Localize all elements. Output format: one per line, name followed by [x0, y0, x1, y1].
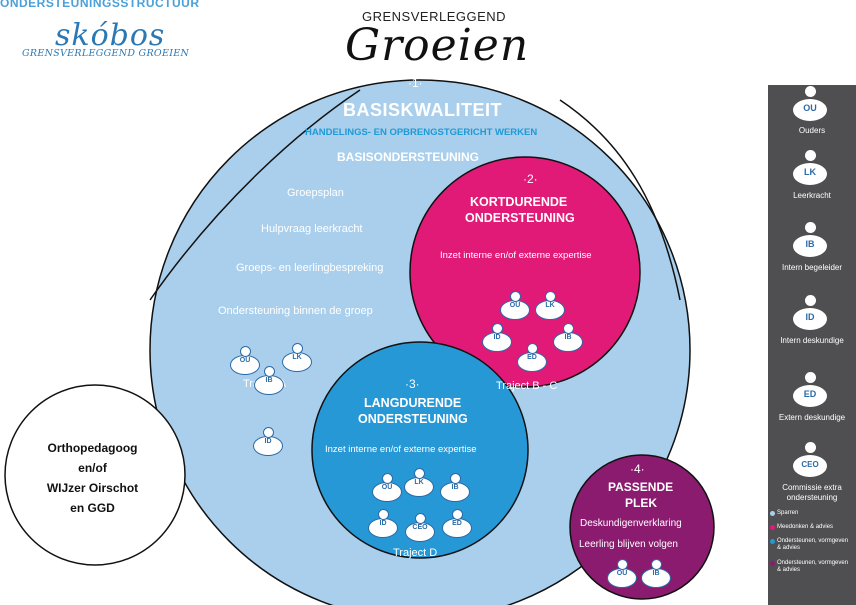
- role-lk-icon: LK: [535, 291, 565, 320]
- outside-partners-text: Orthopedagoog en/of WIJzer Oirschot en G…: [25, 438, 160, 518]
- circle1-item-3: Groeps- en leerlingbespreking: [236, 262, 384, 274]
- circle3-traject: Traject D: [393, 547, 438, 559]
- legend-panel: OU Ouders LK Leerkracht IB Intern begele…: [768, 85, 856, 605]
- circle2-traject: Traject B - C: [496, 380, 558, 392]
- legend-key-sparren: Sparren: [770, 510, 798, 517]
- circle4-title-1: PASSENDE: [608, 480, 674, 494]
- circle2-title-2: ONDERSTEUNING: [465, 211, 575, 225]
- legend-label-extern-deskundige: Extern deskundige: [778, 413, 846, 422]
- circle2-number: ·2·: [523, 172, 538, 186]
- legend-label-leerkracht: Leerkracht: [793, 191, 831, 200]
- legend-role-ed-icon: ED: [793, 372, 827, 407]
- circle2-text: Inzet interne en/of externe expertise: [440, 250, 592, 261]
- legend-key-meedenken: Meedonken & advies: [770, 524, 833, 531]
- theme-heading: GRENSVERLEGGEND: [362, 9, 507, 24]
- role-ib-icon: IB: [254, 366, 284, 395]
- legend-role-lk-icon: LK: [793, 150, 827, 185]
- outside-line-3: WIJzer Oirschot: [46, 481, 139, 495]
- circle1-title: BASISKWALITEIT: [343, 100, 502, 120]
- role-ed-icon: ED: [517, 343, 547, 372]
- role-ib-icon: IB: [440, 473, 470, 502]
- legend-dot-icon: [770, 539, 775, 544]
- legend-dot-icon: [770, 561, 775, 566]
- outside-line-4: en GGD: [70, 501, 115, 515]
- role-ib-icon: IB: [553, 323, 583, 352]
- circle-passend: [569, 454, 715, 600]
- skobos-logo: skóbos: [55, 18, 166, 53]
- role-ou-icon: OU: [230, 346, 260, 375]
- circle3-text: Inzet interne en/of externe expertise: [325, 444, 477, 455]
- legend-label-ouders: Ouders: [798, 126, 826, 135]
- circle1-subtitle: HANDELINGS- EN OPBRENGSTGERICHT WERKEN: [305, 127, 538, 138]
- role-ceo-icon: CEO: [405, 513, 435, 542]
- legend-role-ib-icon: IB: [793, 222, 827, 257]
- circle1-item-2: Hulpvraag leerkracht: [261, 223, 363, 235]
- legend-key-ondersteunen-blue: Ondersteunen, vormgeven & advies: [770, 538, 852, 552]
- role-id-icon: ID: [482, 323, 512, 352]
- role-id-icon: ID: [368, 509, 398, 538]
- circle4-number: ·4·: [630, 462, 645, 476]
- role-id-icon: ID: [253, 427, 283, 456]
- legend-label-commissie: Commissie extra ondersteuning: [782, 483, 842, 502]
- circle2-title-1: KORTDURENDE: [470, 195, 568, 209]
- circle1-item-1: Groepsplan: [287, 187, 344, 199]
- top-strip-title: ONDERSTEUNINGSSTRUCTUUR: [0, 0, 200, 10]
- legend-dot-icon: [770, 511, 775, 516]
- circle3-title-1: LANGDURENDE: [364, 396, 462, 410]
- outside-line-2: en/of: [78, 461, 107, 475]
- circle-langdurend: [311, 341, 529, 559]
- circle4-title-2: PLEK: [625, 496, 658, 510]
- circle3-number: ·3·: [405, 377, 420, 391]
- climbing-wall-line: [149, 89, 681, 301]
- role-ou-icon: OU: [500, 291, 530, 320]
- circle1-number: ·1·: [408, 76, 423, 90]
- outside-line-1: Orthopedagoog: [47, 441, 138, 455]
- circle3-title-2: ONDERSTEUNING: [358, 412, 468, 426]
- role-ou-icon: OU: [372, 473, 402, 502]
- role-lk-icon: LK: [282, 343, 312, 372]
- circle-outside: [4, 384, 186, 566]
- legend-role-id-icon: ID: [793, 295, 827, 330]
- legend-label-intern-deskundige: Intern deskundige: [780, 336, 844, 345]
- legend-dot-icon: [770, 525, 775, 530]
- role-ib-icon: IB: [641, 559, 671, 588]
- circle-kortdurend: [409, 156, 641, 388]
- legend-label-intern-begeleider: Intern begeleider: [781, 263, 843, 272]
- circle4-line-2: Leerling blijven volgen: [579, 539, 678, 550]
- legend-role-ceo-icon: CEO: [793, 442, 827, 477]
- logo-tagline: GRENSVERLEGGEND GROEIEN: [22, 48, 190, 59]
- role-ed-icon: ED: [442, 509, 472, 538]
- legend-key-ondersteunen-purple: Ondersteunen, vormgeven & advies: [770, 560, 852, 574]
- legend-role-ou-icon: OU: [793, 86, 827, 121]
- role-ou-icon: OU: [607, 559, 637, 588]
- circle1-item-4: Ondersteuning binnen de groep: [218, 305, 373, 317]
- role-lk-icon: LK: [404, 468, 434, 497]
- theme-script-title: Groeien: [345, 20, 530, 71]
- circle4-line-1: Deskundigenverklaring: [580, 518, 682, 529]
- circle1-subheading: BASISONDERSTEUNING: [337, 150, 480, 164]
